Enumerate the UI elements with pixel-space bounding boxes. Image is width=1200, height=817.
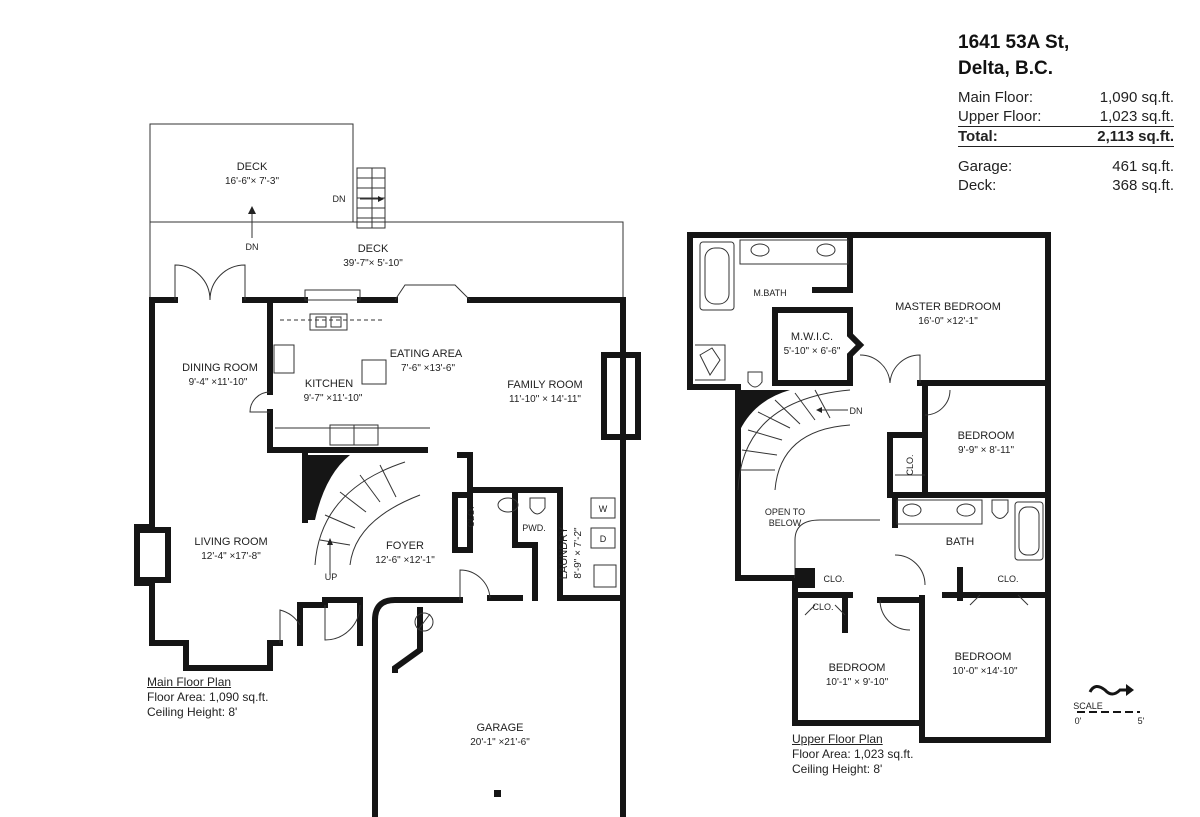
open-to-below-label: OPEN TO	[765, 507, 805, 517]
main-floor-caption: Main Floor Plan Floor Area: 1,090 sq.ft.…	[147, 675, 268, 720]
scale-label: SCALE	[1073, 701, 1103, 711]
dn-label: DN	[333, 194, 346, 204]
closet-label: CLO.	[905, 454, 915, 475]
kitchen-dims: 9'-7" ×11'-10"	[304, 393, 363, 404]
scale-start: 0'	[1075, 716, 1082, 726]
divider	[958, 126, 1174, 127]
eating-area-dims: 7'-6" ×13'-6"	[401, 363, 455, 374]
upper-floor-walls	[687, 232, 1051, 743]
foyer-dims: 12'-6" ×12'-1"	[375, 555, 435, 566]
divider	[958, 146, 1174, 147]
washer-label: W	[599, 504, 608, 514]
laundry-fixtures	[414, 497, 617, 797]
walk-in-closet-dims: 5'-10" × 6'-6"	[784, 346, 841, 357]
up-label: UP	[325, 572, 338, 582]
upper-floor-caption: Upper Floor Plan Floor Area: 1,023 sq.ft…	[792, 732, 913, 777]
eating-area-label: EATING AREA	[390, 348, 463, 360]
bedroom-dims: 9'-9" × 8'-11"	[958, 445, 1014, 456]
dn-label: DN	[850, 406, 863, 416]
closet-label: CLO.	[997, 574, 1018, 584]
master-bedroom-label: MASTER BEDROOM	[895, 301, 1001, 313]
upper-floor-ceiling: Ceiling Height: 8'	[792, 762, 883, 776]
dn-label: DN	[246, 242, 259, 252]
total-area-row: Total:2,113 sq.ft.	[958, 128, 1174, 145]
kitchen-fixtures	[273, 284, 471, 446]
main-floor-ceiling: Ceiling Height: 8'	[147, 705, 238, 719]
upper-floor-area: Floor Area: 1,023 sq.ft.	[792, 747, 914, 761]
powder-room-label: PWD.	[522, 523, 546, 533]
deck-area-row: Deck:368 sq.ft.	[958, 177, 1174, 194]
main-doors	[174, 264, 491, 643]
main-floor-title: Main Floor Plan	[147, 675, 232, 689]
upper-floor-area-row: Upper Floor:1,023 sq.ft.	[958, 108, 1174, 125]
living-room-label: LIVING ROOM	[194, 536, 267, 548]
scale-indicator	[1077, 684, 1140, 713]
upper-fixtures	[695, 239, 1044, 561]
family-room-dims: 11'-10" × 14'-11"	[509, 394, 581, 405]
bath-label: BATH	[946, 536, 975, 548]
laundry-dims: 8'-9" × 7'-2"	[573, 527, 584, 579]
scale-end: 5'	[1138, 716, 1145, 726]
master-bedroom-dims: 16'-0" ×12'-1"	[918, 316, 978, 327]
master-bath-label: M.BATH	[753, 288, 786, 298]
deck-lower-dims: 39'-7"× 5'-10"	[343, 258, 403, 269]
garage-area-row: Garage:461 sq.ft.	[958, 158, 1174, 175]
bedroom-dims: 10'-0" ×14'-10"	[952, 666, 1018, 677]
upper-floor-title: Upper Floor Plan	[792, 732, 883, 746]
deck-upper-dims: 16'-6"× 7'-3"	[225, 176, 279, 187]
bedroom-dims: 10'-1" × 9'-10"	[826, 677, 889, 688]
closet-label: CLO.	[812, 602, 833, 612]
laundry-label: LAUNDRY	[558, 526, 570, 579]
address-line-1: 1641 53A St,	[958, 32, 1070, 53]
open-to-below-label: BELOW	[769, 518, 802, 528]
bedroom-label: BEDROOM	[955, 651, 1012, 663]
bedroom-label: BEDROOM	[958, 430, 1015, 442]
upper-staircase	[737, 389, 880, 588]
deck-lower-label: DECK	[358, 243, 389, 255]
deck-outline	[149, 123, 624, 300]
kitchen-label: KITCHEN	[305, 378, 353, 390]
dining-room-dims: 9'-4" ×11'-10"	[189, 377, 248, 388]
main-staircase	[305, 455, 421, 575]
garage-dims: 20'-1" ×21'-6"	[470, 737, 530, 748]
upper-doors	[804, 354, 1029, 631]
main-floor-area-row: Main Floor:1,090 sq.ft.	[958, 89, 1174, 106]
family-room-label: FAMILY ROOM	[507, 379, 582, 391]
address-line-2: Delta, B.C.	[958, 58, 1054, 79]
walk-in-closet-label: M.W.I.C.	[791, 331, 833, 343]
foyer-label: FOYER	[386, 540, 424, 552]
main-floor-area: Floor Area: 1,090 sq.ft.	[147, 690, 269, 704]
bedroom-label: BEDROOM	[829, 662, 886, 674]
dining-room-label: DINING ROOM	[182, 362, 258, 374]
closet-label: CLO.	[823, 574, 844, 584]
closet-label: CLO.	[466, 506, 476, 527]
dryer-label: D	[600, 534, 607, 544]
deck-upper-label: DECK	[237, 161, 268, 173]
living-room-dims: 12'-4" ×17'-8"	[201, 551, 261, 562]
garage-label: GARAGE	[476, 722, 523, 734]
area-summary: 1641 53A St, Delta, B.C. Main Floor:1,09…	[958, 30, 1174, 195]
